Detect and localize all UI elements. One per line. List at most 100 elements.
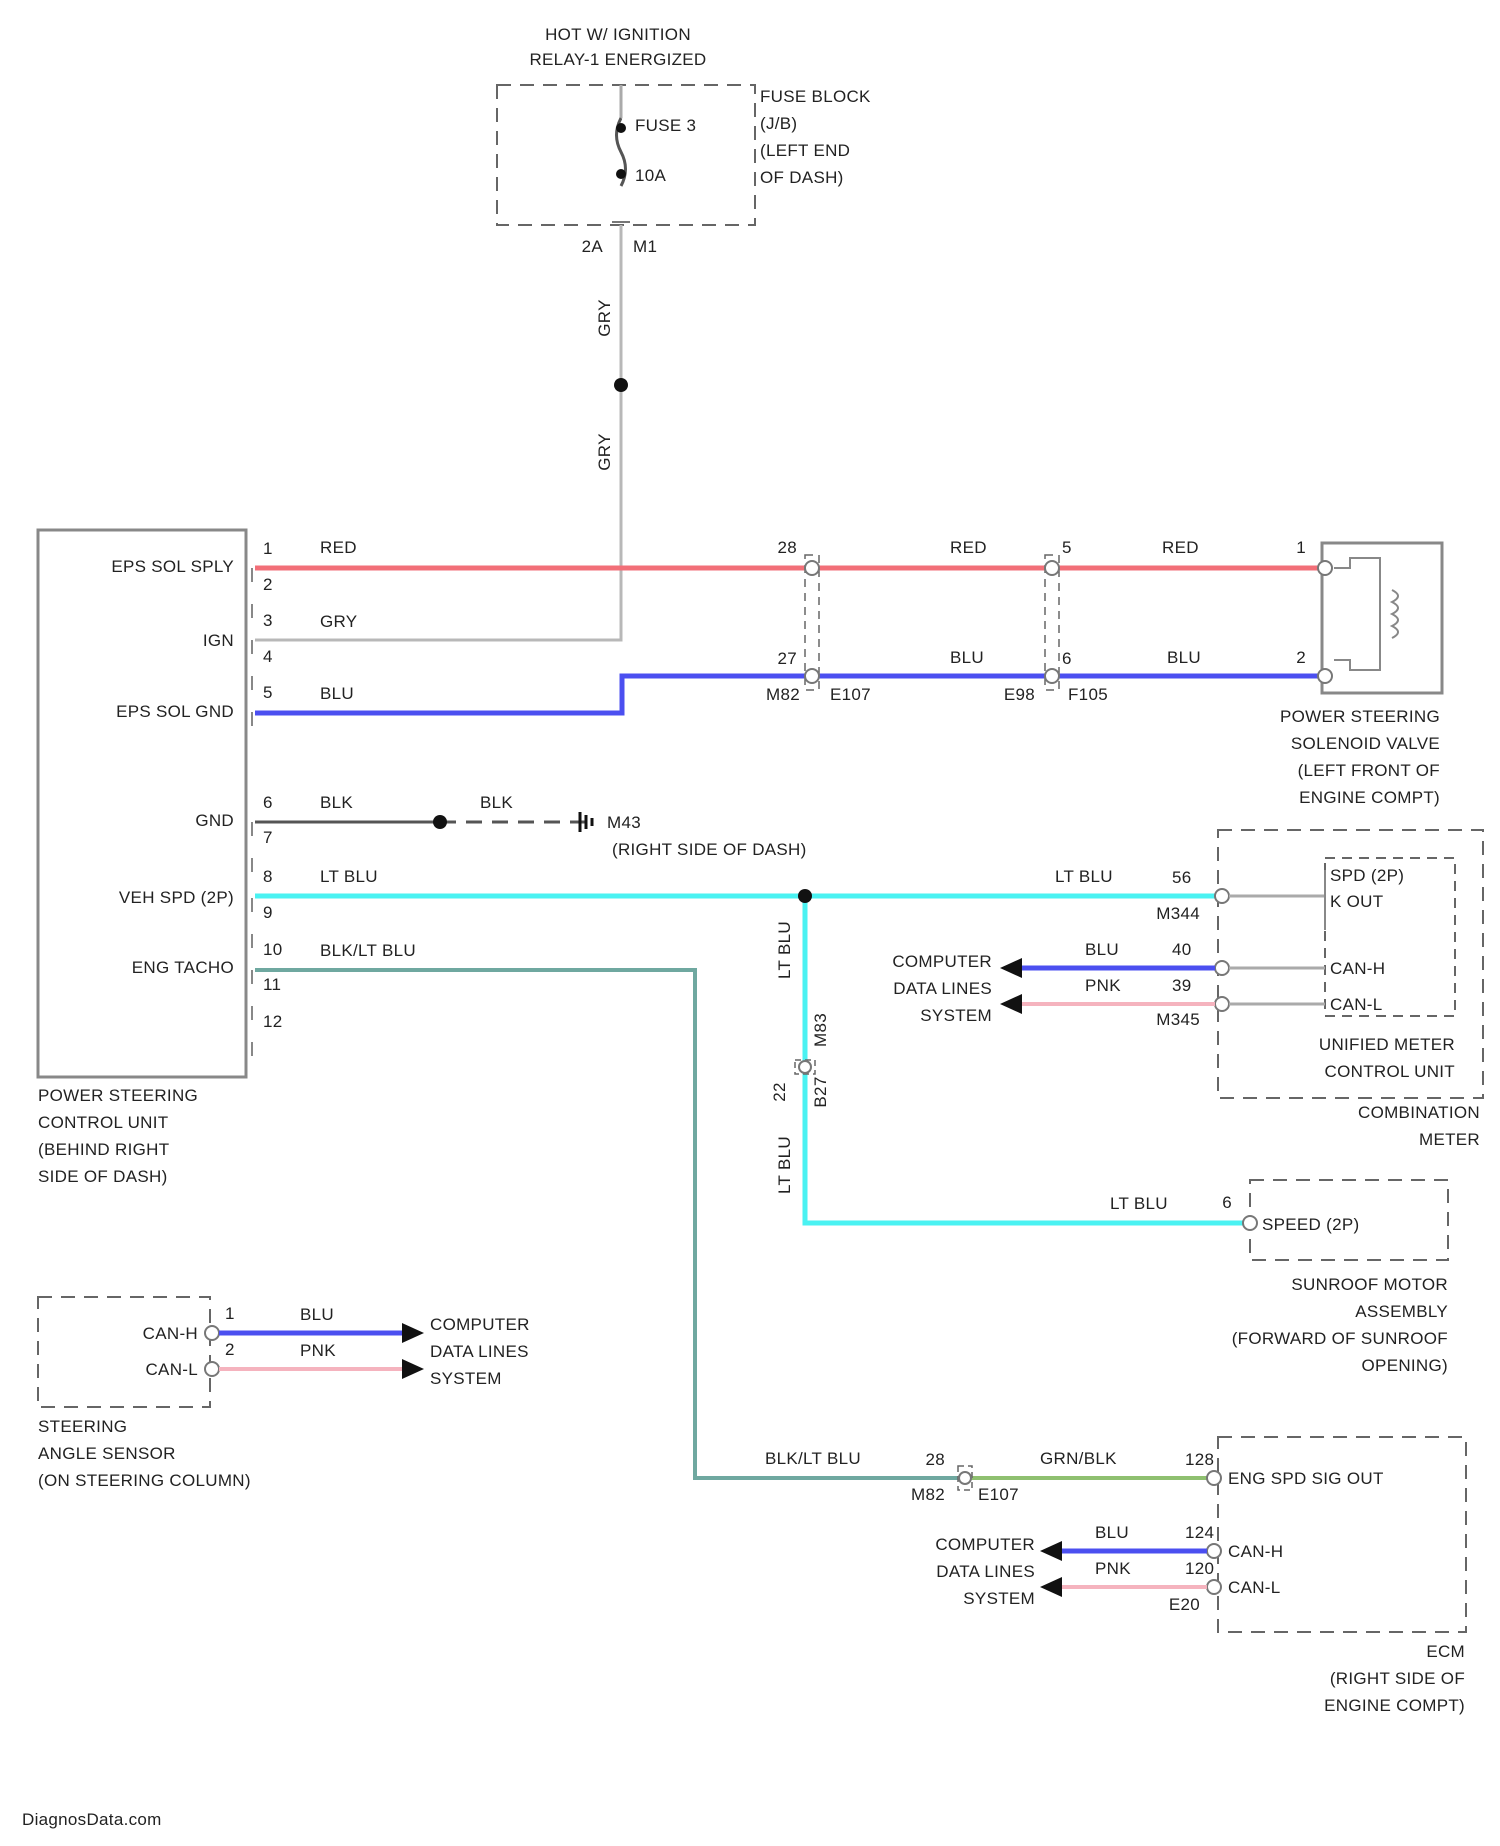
connector-pin-icon bbox=[1215, 889, 1229, 903]
wire-label-grnblk-ecm: GRN/BLK bbox=[1040, 1449, 1117, 1468]
fuse-name: FUSE 3 bbox=[635, 116, 696, 135]
connector-pin-icon bbox=[1207, 1544, 1221, 1558]
cdl-sas-line: COMPUTER bbox=[430, 1315, 530, 1334]
power-steering-control-unit-box bbox=[38, 530, 246, 1077]
psc-caption-line: CONTROL UNIT bbox=[38, 1113, 168, 1132]
psc-pin-number: 1 bbox=[263, 539, 273, 558]
inline-connector-pin: 27 bbox=[777, 649, 797, 668]
splice-dot bbox=[433, 815, 447, 829]
psc-pin-number: 6 bbox=[263, 793, 273, 812]
connector-pin-icon bbox=[799, 1061, 811, 1073]
sas-caption: STEERING bbox=[38, 1417, 127, 1436]
cdl-ecm-line: DATA LINES bbox=[936, 1562, 1035, 1581]
ecm-terminal-canl: CAN-L bbox=[1228, 1578, 1281, 1597]
fuse-connector-id: M1 bbox=[633, 237, 657, 256]
psc-pin-number: 9 bbox=[263, 903, 273, 922]
wire-label-ltblu-vertical: LT BLU bbox=[775, 921, 794, 979]
solenoid-caption-line: (LEFT FRONT OF bbox=[1298, 761, 1440, 780]
psc-pin-number: 10 bbox=[263, 940, 283, 959]
arrow-left-icon bbox=[1040, 1541, 1062, 1561]
connector-pin-icon bbox=[1045, 561, 1059, 575]
meter-connector-id: M344 bbox=[1156, 904, 1200, 923]
cdl-meter-line: SYSTEM bbox=[920, 1006, 992, 1025]
wire-label-blu-meter: BLU bbox=[1085, 940, 1119, 959]
psc-pin-number: 12 bbox=[263, 1012, 283, 1031]
arrow-left-icon bbox=[1040, 1577, 1062, 1597]
meter-inner-caption: CONTROL UNIT bbox=[1325, 1062, 1455, 1081]
wire-label-red-mid: RED bbox=[950, 538, 987, 557]
wire-label-gry: GRY bbox=[320, 612, 357, 631]
wire-label-pnk-ecm: PNK bbox=[1095, 1559, 1131, 1578]
terminal-veh-spd: VEH SPD (2P) bbox=[119, 888, 234, 907]
wire-label-blu-mid: BLU bbox=[950, 648, 984, 667]
inline-connector-id: M83 bbox=[811, 1013, 830, 1047]
ground-id: M43 bbox=[607, 813, 641, 832]
wire-label-blu: BLU bbox=[320, 684, 354, 703]
meter-connector-id: M345 bbox=[1156, 1010, 1200, 1029]
wire-label-ltblu-sunroof: LT BLU bbox=[1110, 1194, 1168, 1213]
wire-label-gry-top: GRY bbox=[595, 299, 614, 336]
connector-pin-icon bbox=[805, 561, 819, 575]
fuse-block-line: OF DASH) bbox=[760, 168, 844, 187]
inline-connector-pin: 6 bbox=[1062, 649, 1072, 668]
fuse-connector-pin: 2A bbox=[582, 237, 604, 256]
watermark: DiagnosData.com bbox=[22, 1810, 162, 1829]
connector-pin-icon bbox=[805, 669, 819, 683]
psc-pin-number: 2 bbox=[263, 575, 273, 594]
wire-label-ltblu-meter: LT BLU bbox=[1055, 867, 1113, 886]
fuse-terminal-dot bbox=[616, 123, 626, 133]
ecm-pin: 128 bbox=[1185, 1450, 1214, 1469]
fuse-terminal-dot bbox=[616, 169, 626, 179]
cdl-sas-line: DATA LINES bbox=[430, 1342, 529, 1361]
solenoid-body-icon bbox=[1334, 558, 1380, 670]
solenoid-pin: 1 bbox=[1296, 538, 1306, 557]
wire-label-blk: BLK bbox=[480, 793, 513, 812]
psc-caption-line: POWER STEERING bbox=[38, 1086, 198, 1105]
wire-label-red: RED bbox=[320, 538, 357, 557]
meter-pin: 40 bbox=[1172, 940, 1192, 959]
meter-pin: 39 bbox=[1172, 976, 1192, 995]
psc-pin-number: 7 bbox=[263, 828, 273, 847]
connector-pin-icon bbox=[959, 1472, 971, 1484]
connector-pin-icon bbox=[1045, 669, 1059, 683]
meter-caption: METER bbox=[1419, 1130, 1480, 1149]
power-source-line2: RELAY-1 ENERGIZED bbox=[529, 50, 706, 69]
wire-label-blkltblu-ecm: BLK/LT BLU bbox=[765, 1449, 861, 1468]
meter-pin: 56 bbox=[1172, 868, 1192, 887]
wire-label-blu-right: BLU bbox=[1167, 648, 1201, 667]
meter-inner-caption: UNIFIED METER bbox=[1319, 1035, 1455, 1054]
sunroof-caption: (FORWARD OF SUNROOF bbox=[1232, 1329, 1448, 1348]
sas-terminal-canl: CAN-L bbox=[145, 1360, 198, 1379]
sunroof-terminal: SPEED (2P) bbox=[1262, 1215, 1359, 1234]
fuse-block-line: (LEFT END bbox=[760, 141, 850, 160]
wire-label-blu-sas: BLU bbox=[300, 1305, 334, 1324]
arrow-left-icon bbox=[1000, 994, 1022, 1014]
inline-connector-id: F105 bbox=[1068, 685, 1108, 704]
terminal-eps-sol-sply: EPS SOL SPLY bbox=[111, 557, 234, 576]
psc-caption-line: (BEHIND RIGHT bbox=[38, 1140, 169, 1159]
splice-dot bbox=[798, 889, 812, 903]
connector-pin-icon bbox=[205, 1362, 219, 1376]
psc-caption-line: SIDE OF DASH) bbox=[38, 1167, 168, 1186]
solenoid-caption-line: ENGINE COMPT) bbox=[1299, 788, 1440, 807]
solenoid-coil-icon bbox=[1392, 590, 1398, 638]
connector-pin-icon bbox=[1215, 997, 1229, 1011]
arrow-right-icon bbox=[402, 1323, 424, 1343]
wire-label-pnk-meter: PNK bbox=[1085, 976, 1121, 995]
fuse-block-outline bbox=[497, 85, 755, 225]
psc-pin-number: 5 bbox=[263, 683, 273, 702]
inline-connector-pin: 28 bbox=[777, 538, 797, 557]
connector-pin-icon bbox=[205, 1326, 219, 1340]
fuse-rating: 10A bbox=[635, 166, 667, 185]
inline-connector-id: E107 bbox=[830, 685, 871, 704]
ecm-terminal-spd: ENG SPD SIG OUT bbox=[1228, 1469, 1384, 1488]
psc-pin-number: 4 bbox=[263, 647, 273, 666]
inline-connector-id: E107 bbox=[978, 1485, 1019, 1504]
solenoid-pin: 2 bbox=[1296, 648, 1306, 667]
wire-label-pnk-sas: PNK bbox=[300, 1341, 336, 1360]
meter-terminal-kout: K OUT bbox=[1330, 892, 1383, 911]
wire-label-ltblu: LT BLU bbox=[320, 867, 378, 886]
solenoid-caption-line: SOLENOID VALVE bbox=[1291, 734, 1440, 753]
ecm-caption: ENGINE COMPT) bbox=[1324, 1696, 1465, 1715]
